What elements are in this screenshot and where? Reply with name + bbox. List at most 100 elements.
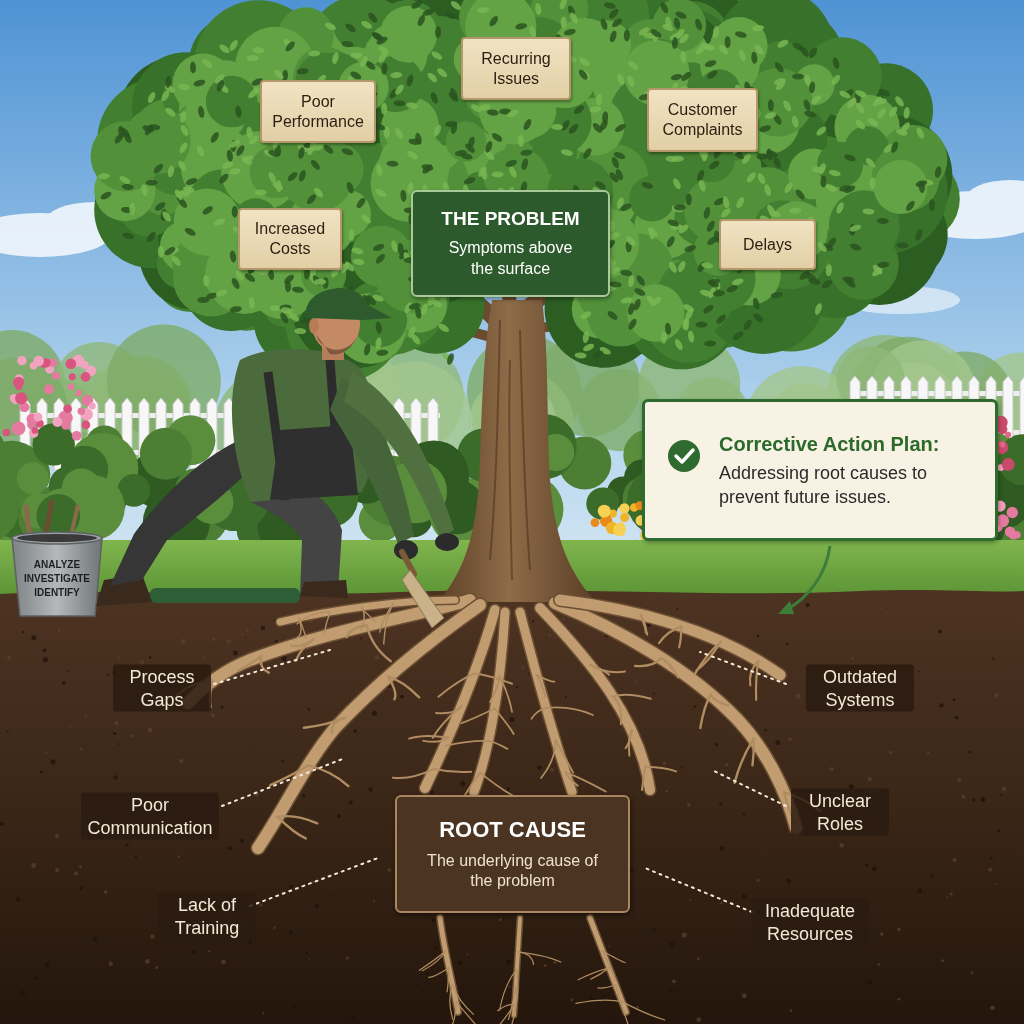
- leader-line: [214, 650, 786, 912]
- tree-canopy-part: [164, 75, 172, 88]
- tree-roots-part: [590, 918, 626, 1012]
- tree-canopy-part: [377, 51, 388, 64]
- pointer-arrow: [778, 546, 830, 614]
- tree-canopy-part: [854, 89, 867, 99]
- soil-texture-part: [31, 863, 36, 868]
- tree-canopy-part: [609, 281, 622, 288]
- soil-texture-part: [961, 795, 965, 799]
- tree-canopy-part: [887, 105, 899, 118]
- tree-roots-part: [622, 1002, 665, 1020]
- soil-texture-part: [156, 999, 158, 1001]
- tree-canopy-part: [830, 73, 842, 86]
- tree-canopy-part: [213, 217, 226, 227]
- box-heading: Corrective Action Plan:: [719, 431, 939, 457]
- tree-canopy-part: [246, 126, 253, 139]
- soil-texture-part: [972, 798, 975, 801]
- tree-canopy-part: [243, 272, 256, 284]
- tree-canopy-part: [447, 91, 460, 104]
- soil-texture-part: [221, 706, 224, 709]
- tree-canopy-part: [578, 56, 591, 68]
- tree-canopy-part: [515, 22, 528, 30]
- soil-texture-part: [917, 889, 922, 894]
- tree-canopy-part: [665, 235, 676, 248]
- tree-canopy-part: [682, 303, 695, 314]
- soil-texture-part: [997, 829, 1000, 832]
- tree-canopy-part: [673, 17, 681, 30]
- bucket-part: [12, 532, 102, 544]
- soil-texture-part: [672, 979, 676, 983]
- tree-roots-part: [409, 736, 448, 739]
- flowers-part: [12, 422, 26, 436]
- soil-texture-part: [431, 918, 435, 922]
- tree-canopy-part: [341, 147, 354, 157]
- soil-texture-part: [131, 734, 134, 737]
- tree-canopy-part: [416, 14, 427, 27]
- tree-canopy-part: [627, 284, 684, 341]
- tree-canopy-part: [363, 343, 372, 356]
- tree-roots-part: [518, 952, 561, 962]
- soil-texture-part: [58, 630, 61, 633]
- flowers-part: [81, 372, 91, 382]
- soil-texture-part: [537, 765, 542, 770]
- tree-canopy-part: [218, 43, 231, 55]
- soil-texture-part: [259, 903, 262, 906]
- tree-canopy-part: [619, 202, 632, 213]
- pointer-arrow-part: [778, 601, 794, 614]
- check-icon: [667, 439, 701, 473]
- tree-canopy-part: [197, 297, 209, 303]
- tree-roots-part: [629, 730, 632, 755]
- box-heading: THE PROBLEM: [441, 207, 579, 232]
- tree-canopy-part: [248, 296, 256, 309]
- tree-canopy-part: [209, 131, 220, 144]
- tree-canopy-part: [221, 160, 234, 170]
- flowers-part: [13, 377, 24, 388]
- soil-texture-part: [45, 963, 49, 967]
- tree-canopy-part: [649, 28, 662, 40]
- tree-roots-part: [445, 741, 488, 746]
- tree-canopy-part: [520, 149, 533, 157]
- tree-canopy-part: [681, 317, 691, 330]
- soil-texture-part: [697, 958, 700, 961]
- tree-canopy-part: [661, 332, 667, 344]
- soil-texture-part: [715, 743, 719, 747]
- soil-texture-part: [565, 696, 567, 698]
- soil-texture-part: [293, 1004, 297, 1008]
- root-label: Unclear Roles: [791, 789, 889, 836]
- tree-canopy-part: [506, 108, 519, 119]
- tree-canopy-part: [704, 340, 716, 346]
- tree-roots-part: [514, 918, 520, 1015]
- soil-texture-part: [837, 713, 839, 715]
- soil-texture-part: [305, 952, 307, 954]
- gardener-part: [344, 372, 454, 538]
- soil-texture-part: [775, 740, 780, 745]
- flowers-part: [32, 427, 39, 434]
- soil-texture-part: [952, 698, 955, 701]
- tree-canopy-part: [201, 205, 214, 217]
- tree-canopy-part: [296, 68, 309, 75]
- soil-texture-part: [612, 1018, 614, 1020]
- tree-canopy-part: [712, 26, 719, 39]
- tree-canopy-part: [218, 172, 230, 185]
- soil-texture-part: [273, 927, 275, 929]
- tree-roots-part: [635, 658, 661, 666]
- root-label: Poor Communication: [81, 793, 219, 840]
- tree-canopy-part: [215, 288, 228, 298]
- tree-canopy-part: [572, 104, 585, 116]
- tree-canopy-part: [773, 77, 786, 86]
- tree-roots-part: [440, 918, 458, 1012]
- tree-canopy-part: [376, 349, 388, 356]
- soil-texture-part: [853, 1008, 855, 1010]
- tree-canopy-part: [900, 121, 912, 134]
- soil-texture-part: [466, 954, 468, 956]
- soil-texture-part: [788, 738, 791, 741]
- tree-canopy-part: [929, 199, 935, 211]
- soil-texture-part: [45, 752, 47, 754]
- tree-canopy-part: [185, 177, 198, 187]
- soil-texture-part: [155, 966, 158, 969]
- box-body: The underlying cause of the problem: [420, 851, 605, 893]
- tree-canopy-part: [430, 50, 443, 62]
- tree-roots-part: [560, 600, 780, 675]
- tree-canopy-part: [720, 207, 733, 220]
- tree-canopy-part: [682, 318, 689, 330]
- tree-roots-part: [735, 739, 754, 783]
